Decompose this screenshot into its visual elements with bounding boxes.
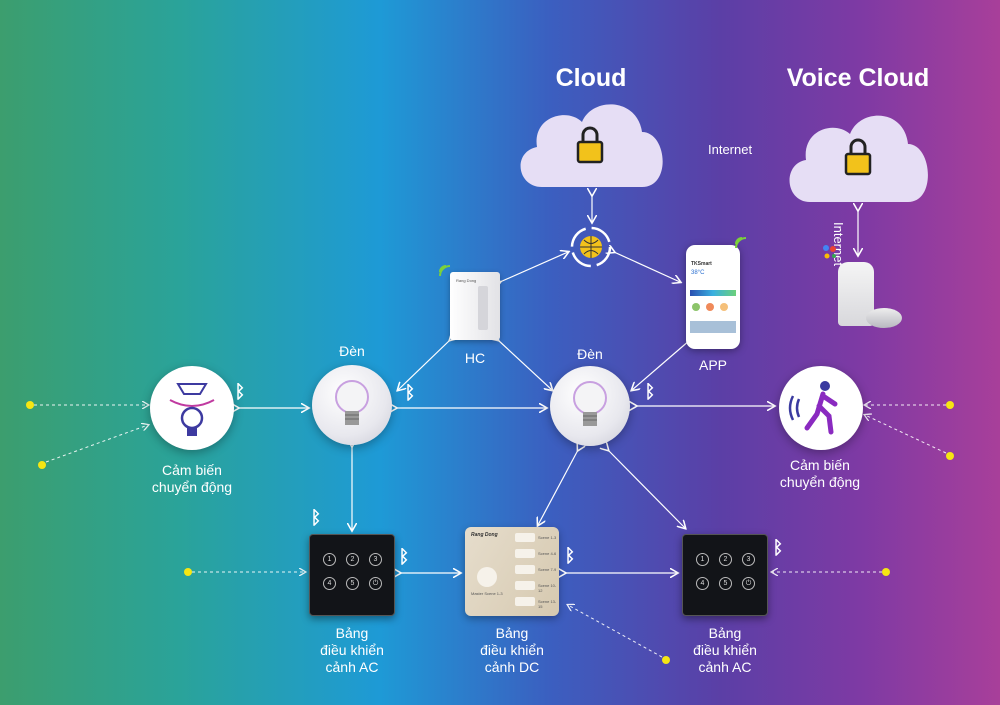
- scene-button[interactable]: 4: [696, 577, 709, 590]
- cloud-icon: [520, 104, 663, 187]
- bulb-icon: [335, 380, 369, 425]
- wifi-icon: [439, 265, 451, 277]
- label-line: điều khiển: [693, 642, 757, 658]
- label-line: điều khiển: [320, 642, 384, 658]
- hub-device: Rang Dong: [450, 272, 500, 340]
- dc-brand: Rang Dong: [471, 532, 498, 538]
- signal-dot: [882, 568, 890, 576]
- internet-label: Internet: [708, 142, 753, 157]
- scene-button[interactable]: 3: [742, 553, 755, 566]
- sensor-right-label-line2: chuyển động: [779, 474, 861, 490]
- sensor-left[interactable]: [150, 366, 234, 450]
- bluetooth-icon: ᛒ: [398, 546, 410, 567]
- scene-button[interactable]: 1: [696, 553, 709, 566]
- scene-button[interactable]: 4: [323, 577, 336, 590]
- signal-dot: [662, 656, 670, 664]
- scene-label: Scene 4-6: [538, 551, 557, 556]
- lock-icon: [576, 140, 604, 164]
- signal-dot: [184, 568, 192, 576]
- cloud-title: Cloud: [555, 64, 627, 92]
- bluetooth-icon: ᛒ: [644, 381, 656, 402]
- scene-slot[interactable]: [515, 533, 535, 542]
- bulb-left-label: Đèn: [339, 343, 365, 359]
- label-line: Bảng: [335, 625, 369, 641]
- power-button[interactable]: ⏻: [369, 577, 382, 590]
- link-globe-app: [614, 252, 680, 282]
- label-line: cảnh DC: [484, 659, 540, 675]
- sensor-left-label-line1: Cảm biến: [162, 462, 222, 478]
- bluetooth-icon: ᛒ: [404, 382, 416, 403]
- lock-icon: [844, 152, 872, 176]
- scene-label: Scene 7-9: [538, 567, 557, 572]
- bulb-left[interactable]: [312, 365, 392, 445]
- bluetooth-icon: ᛒ: [310, 507, 322, 528]
- smart-speaker-mini: [866, 308, 902, 328]
- label-line: điều khiển: [480, 642, 544, 658]
- scene-button[interactable]: 2: [719, 553, 732, 566]
- ac-panel-left[interactable]: 1 2 3 4 5 ⏻: [309, 534, 395, 616]
- scene-button[interactable]: 3: [369, 553, 382, 566]
- scene-label: Scene 13-15: [538, 599, 557, 609]
- bluetooth-icon: ᛒ: [234, 381, 246, 402]
- voice-cloud-title: Voice Cloud: [786, 64, 930, 92]
- bluetooth-icon: ᛒ: [564, 545, 576, 566]
- scene-button[interactable]: 1: [323, 553, 336, 566]
- master-label: Master Scene 1-3: [471, 591, 503, 596]
- app-temperature: 38°C: [691, 270, 705, 276]
- scene-slot[interactable]: [515, 597, 535, 606]
- scene-slot[interactable]: [515, 549, 535, 558]
- link-hc-bulb: [398, 340, 450, 390]
- scene-slot[interactable]: [515, 565, 535, 574]
- ac-panel-right[interactable]: 1 2 3 4 5 ⏻: [682, 534, 768, 616]
- link-bulb-dc: [538, 450, 578, 525]
- power-button[interactable]: ⏻: [742, 577, 755, 590]
- bluetooth-icon: ᛒ: [772, 537, 784, 558]
- link-hc-bulb2: [498, 340, 552, 390]
- hub-brand: Rang Dong: [456, 278, 477, 283]
- master-button[interactable]: [477, 567, 497, 587]
- sensor-right[interactable]: [779, 366, 863, 450]
- signal-dot: [26, 401, 34, 409]
- globe-sync-icon: [570, 226, 612, 268]
- label-line: Bảng: [708, 625, 742, 641]
- bulb-icon: [573, 381, 607, 426]
- bulb-center[interactable]: [550, 366, 630, 446]
- motion-person-icon: [788, 381, 838, 435]
- link-hc-globe: [500, 252, 568, 282]
- dc-panel[interactable]: Rang Dong Master Scene 1-3 Scene 1-3 Sce…: [465, 527, 559, 616]
- label-line: Bảng: [495, 625, 529, 641]
- signal-dot: [38, 461, 46, 469]
- signal-dot: [946, 452, 954, 460]
- scene-button[interactable]: 5: [719, 577, 732, 590]
- label-line: cảnh AC: [325, 659, 379, 675]
- motion-sensor-icon: [169, 383, 215, 436]
- scene-label: Scene 10-12: [538, 583, 557, 593]
- app-label: APP: [698, 357, 728, 373]
- wifi-icon: [735, 237, 747, 249]
- scene-button[interactable]: 5: [346, 577, 359, 590]
- bulb-center-label: Đèn: [577, 346, 603, 362]
- scene-label: Scene 1-3: [538, 535, 557, 540]
- scene-slot[interactable]: [515, 581, 535, 590]
- sensor-right-label-line1: Cảm biến: [790, 457, 850, 473]
- label-line: cảnh AC: [698, 659, 752, 675]
- voice-cloud-icon: [789, 115, 928, 202]
- app-screen-title: TKSmart: [691, 261, 712, 267]
- phone-app: TKSmart 38°C: [686, 245, 740, 349]
- scene-button[interactable]: 2: [346, 553, 359, 566]
- link-bulb-acright: [608, 450, 685, 528]
- link-app-bulb: [632, 340, 690, 390]
- hub-label: HC: [464, 350, 486, 366]
- sensor-left-label-line2: chuyển động: [151, 479, 233, 495]
- signal-dot: [946, 401, 954, 409]
- assistant-icon: [823, 245, 836, 259]
